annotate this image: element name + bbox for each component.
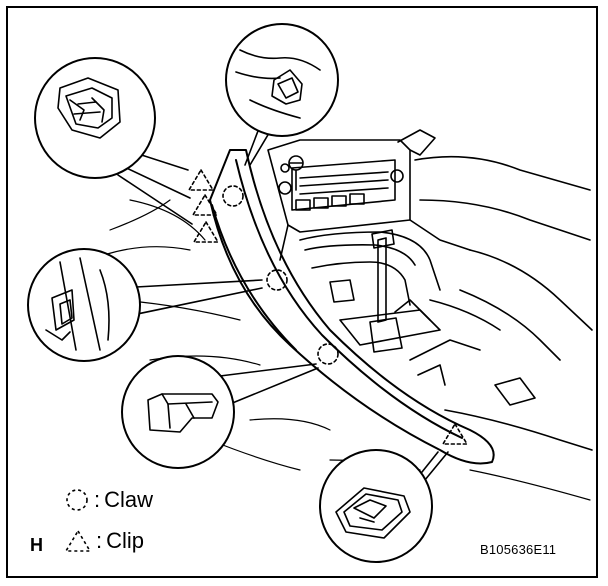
claw-marker-1 (222, 185, 244, 207)
legend-claw: : Claw (64, 487, 153, 513)
center-console (267, 129, 593, 451)
clip-markers (188, 169, 468, 445)
claw-symbol-icon (66, 489, 88, 511)
clip-marker-3 (193, 221, 219, 243)
clip-symbol-icon (64, 529, 92, 552)
console-trim-panel (209, 149, 495, 465)
callout-clip-top-left (34, 57, 193, 225)
claw-marker-3 (317, 343, 339, 365)
callout-claw-top (225, 23, 339, 166)
claw-markers (222, 185, 339, 365)
reference-code: B105636E11 (480, 542, 557, 557)
clip-marker-1 (188, 169, 214, 191)
callout-claw-left (27, 248, 263, 362)
view-label: H (30, 535, 43, 555)
claw-colon: : (94, 487, 101, 512)
clip-marker-2 (192, 194, 218, 216)
legend-clip: : Clip (64, 528, 144, 554)
claw-label: Claw (104, 487, 154, 512)
callout-clip-bottom (319, 449, 449, 563)
claw-marker-2 (266, 269, 288, 291)
clip-colon: : (96, 528, 103, 553)
clip-marker-4 (442, 423, 468, 445)
clip-label: Clip (106, 528, 145, 553)
callout-claw-center (121, 355, 319, 469)
